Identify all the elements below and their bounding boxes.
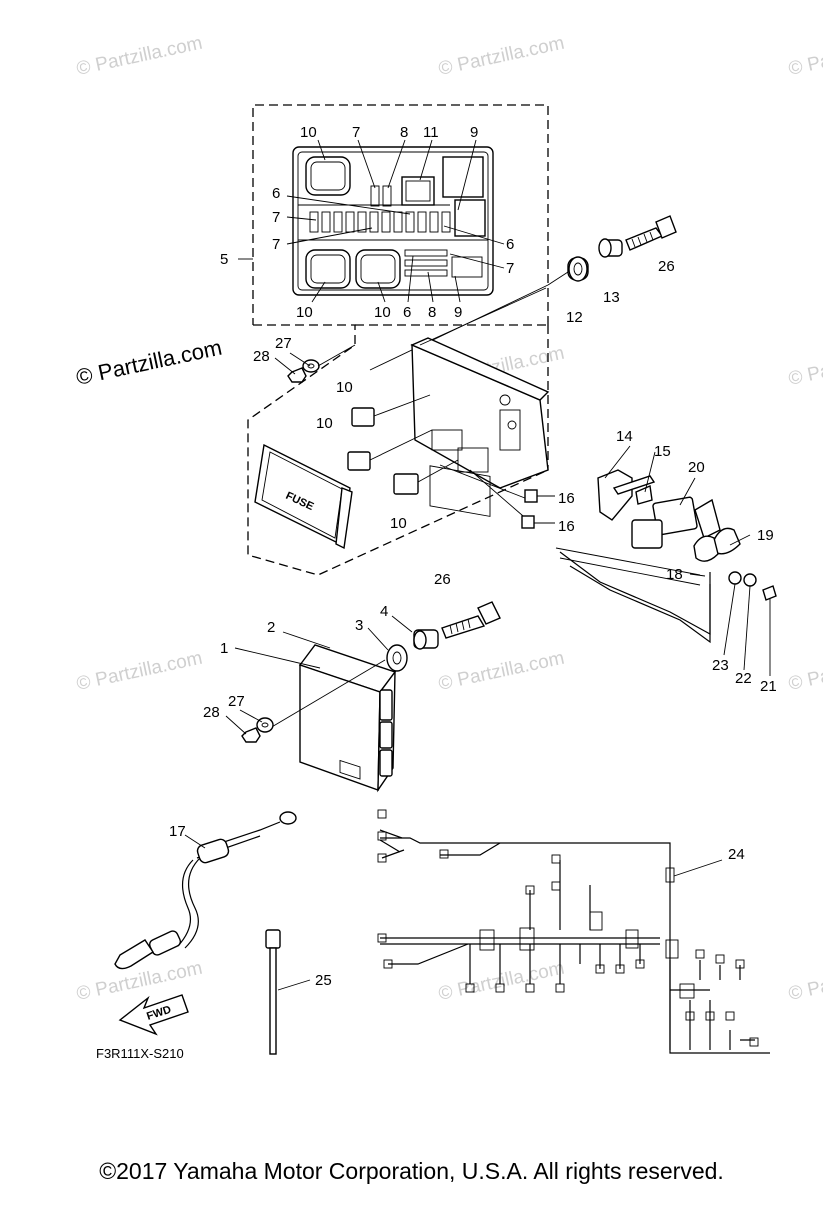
callout-6: 6: [403, 304, 411, 321]
watermark: © Partzilla.com: [787, 648, 823, 695]
callout-6: 6: [272, 185, 280, 202]
diagram-code: F3R111X-S210: [96, 1046, 184, 1061]
callout-10: 10: [336, 379, 353, 396]
ecu-assembly: [234, 601, 501, 793]
callout-28: 28: [253, 348, 270, 365]
callout-10: 10: [296, 304, 313, 321]
callout-26: 26: [434, 571, 451, 588]
callout-7: 7: [272, 236, 280, 253]
cable-tie: [265, 929, 311, 1055]
callout-24: 24: [728, 846, 745, 863]
callout-27: 27: [228, 693, 245, 710]
callout-27: 27: [275, 335, 292, 352]
callout-15: 15: [654, 443, 671, 460]
watermark: © Partzilla.com: [787, 958, 823, 1005]
watermark: © Partzilla.com: [437, 648, 567, 695]
lower-nut-washer: [225, 709, 274, 743]
callout-28: 28: [203, 704, 220, 721]
watermark: © Partzilla.com: [75, 958, 205, 1005]
watermark: © Partzilla.com: [75, 33, 205, 80]
callout-23: 23: [712, 657, 729, 674]
callout-5: 5: [220, 251, 228, 268]
callout-10: 10: [390, 515, 407, 532]
callout-10: 10: [374, 304, 391, 321]
relay-bracket-group: [555, 445, 777, 676]
callout-9: 9: [454, 304, 462, 321]
upper-nut-washer: [274, 344, 356, 383]
callout-10: 10: [300, 124, 317, 141]
callout-7: 7: [506, 260, 514, 277]
fuse-box-assembly: [347, 287, 555, 529]
callout-11: 11: [423, 124, 439, 141]
callout-22: 22: [735, 670, 752, 687]
callout-25: 25: [315, 972, 332, 989]
copyright-footer: ©2017 Yamaha Motor Corporation, U.S.A. A…: [99, 1158, 724, 1184]
callout-18: 18: [666, 566, 683, 583]
battery-cable: [114, 811, 297, 970]
callout-10: 10: [316, 415, 333, 432]
watermark: © Partzilla.com: [437, 33, 567, 80]
callout-17: 17: [169, 823, 186, 840]
fuse-box-top-view: [292, 146, 494, 296]
watermark-main: © Partzilla.com: [74, 335, 224, 390]
watermark: © Partzilla.com: [75, 648, 205, 695]
callout-16: 16: [558, 490, 575, 507]
fuse-cover: FUSE: [254, 443, 353, 550]
callout-4: 4: [380, 603, 388, 620]
fuse-box-leaders: [238, 139, 505, 303]
callout-2: 2: [267, 619, 275, 636]
watermark: © Partzilla.com: [787, 343, 823, 390]
callout-7: 7: [352, 124, 360, 141]
callout-8: 8: [400, 124, 408, 141]
callout-labels: 10 7 8 11 9 6 7 7 6 7 5 10 10 6 8 9 26 1…: [96, 124, 777, 1061]
callout-6: 6: [506, 236, 514, 253]
fwd-arrow: FWD: [118, 994, 189, 1036]
watermark: © Partzilla.com: [437, 958, 567, 1005]
dashed-group-outlines: [247, 104, 549, 576]
wire-harness: [377, 809, 770, 1054]
callout-7: 7: [272, 209, 280, 226]
callout-1: 1: [220, 640, 228, 657]
callout-3: 3: [355, 617, 363, 634]
callout-16: 16: [558, 518, 575, 535]
callout-26: 26: [658, 258, 675, 275]
callout-21: 21: [760, 678, 777, 695]
callout-20: 20: [688, 459, 705, 476]
watermark: © Partzilla.com: [787, 33, 823, 80]
callout-14: 14: [616, 428, 633, 445]
callout-13: 13: [603, 289, 620, 306]
callout-8: 8: [428, 304, 436, 321]
callout-9: 9: [470, 124, 478, 141]
upper-mounting-hardware: [369, 215, 677, 371]
callout-12: 12: [566, 309, 583, 326]
callout-19: 19: [757, 527, 774, 544]
